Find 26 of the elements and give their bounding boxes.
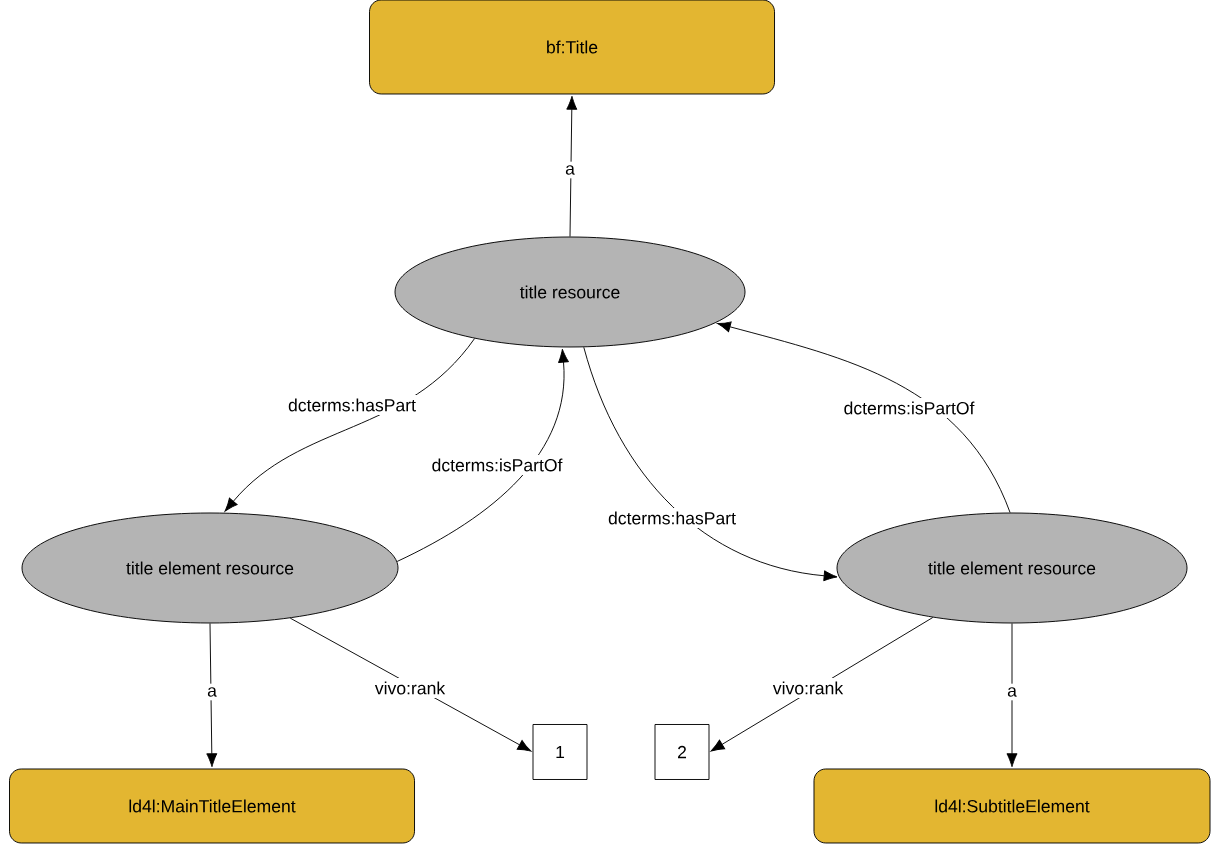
- arrow: [717, 321, 1011, 513]
- literal-box: 2: [654, 724, 710, 780]
- edge-label: vivo:rank: [769, 678, 847, 698]
- edge-label: dcterms:isPartOf: [428, 455, 566, 475]
- literal-box: 1: [532, 724, 588, 780]
- edge-label: dcterms:isPartOf: [840, 398, 978, 418]
- arrow: [224, 338, 476, 512]
- edge-label: a: [561, 161, 579, 179]
- arrow: [710, 617, 934, 752]
- ellipse-node: title element resource: [21, 512, 399, 624]
- arrow: [396, 348, 569, 562]
- arrow: [583, 346, 838, 582]
- edge-label: dcterms:hasPart: [284, 395, 420, 415]
- arrow: [1006, 623, 1018, 768]
- arrow: [289, 617, 532, 752]
- box-node: bf:Title: [369, 0, 775, 95]
- edge-label: a: [1003, 683, 1021, 701]
- box-node: ld4l:MainTitleElement: [9, 768, 415, 844]
- arrow: [566, 95, 578, 237]
- ellipse-node: title resource: [394, 236, 746, 348]
- box-node: ld4l:SubtitleElement: [813, 768, 1211, 844]
- edge-label: dcterms:hasPart: [604, 508, 740, 528]
- ellipse-node: title element resource: [836, 512, 1188, 624]
- edge-label: vivo:rank: [371, 678, 449, 698]
- edge-label: a: [203, 683, 221, 701]
- arrow: [206, 623, 218, 768]
